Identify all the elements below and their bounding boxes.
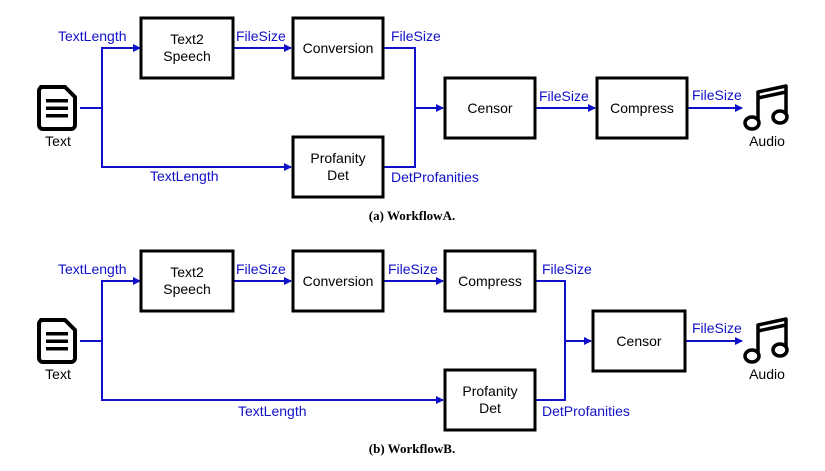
edge-label-filesize-censor: FileSize (692, 320, 742, 336)
caption-workflow-b: (b) WorkflowB. (369, 441, 455, 456)
edge-text-to-text2speech (80, 44, 141, 109)
profanity-det-box: Profanity Det (443, 368, 537, 432)
edge-label-filesize-conversion: FileSize (388, 261, 438, 277)
edge-label-textlength-bottom: TextLength (238, 403, 307, 419)
text2speech-box: Text2 Speech (139, 16, 235, 80)
conversion-box: Conversion (291, 16, 385, 80)
compress-box: Compress (443, 249, 537, 313)
edge-label-filesize-censor: FileSize (539, 88, 589, 104)
caption-workflow-a: (a) WorkflowA. (369, 208, 455, 223)
profanity-det-box-frame (291, 135, 385, 199)
text-node-label: Text (45, 366, 71, 382)
compress-box: Compress (595, 76, 689, 140)
profanity-label-line2: Det (327, 167, 349, 183)
censor-box-frame (591, 309, 687, 373)
profanity-label-line2: Det (479, 400, 501, 416)
audio-node: Audio (743, 84, 789, 149)
document-icon (37, 318, 77, 364)
censor-label: Censor (616, 333, 661, 349)
edge-label-filesize-t2s: FileSize (236, 28, 286, 44)
text2speech-label-line1: Text2 (170, 31, 204, 47)
edge-text-to-text2speech (80, 277, 141, 342)
profanity-det-box-frame (443, 368, 537, 432)
compress-box-frame (595, 76, 689, 140)
censor-box-frame (443, 76, 537, 140)
workflow-a-edges (80, 44, 743, 171)
text2speech-box-frame (139, 16, 235, 80)
profanity-label-line1: Profanity (310, 150, 365, 166)
conversion-label: Conversion (303, 40, 374, 56)
text2speech-box: Text2 Speech (139, 249, 235, 313)
compress-label: Compress (610, 100, 674, 116)
conversion-label: Conversion (303, 273, 374, 289)
text2speech-label-line2: Speech (163, 281, 210, 297)
edge-label-textlength-bottom: TextLength (150, 168, 219, 184)
audio-node-label: Audio (749, 133, 785, 149)
edge-label-detprofanities: DetProfanities (542, 403, 630, 419)
workflow-b: TextLength TextLength FileSize FileSize … (37, 249, 789, 456)
censor-box: Censor (443, 76, 537, 140)
workflow-a: TextLength TextLength FileSize FileSize … (37, 16, 789, 223)
music-note-icon (743, 317, 789, 364)
document-icon (37, 85, 77, 131)
edge-text-to-profanity (101, 108, 292, 171)
edge-label-detprofanities: DetProfanities (391, 169, 479, 185)
text-node: Text (37, 318, 77, 382)
edge-profanity-to-censor (535, 341, 566, 401)
audio-node: Audio (743, 317, 789, 382)
censor-label: Censor (467, 100, 512, 116)
edge-label-filesize-compress: FileSize (692, 87, 742, 103)
edge-profanity-to-censor (383, 108, 416, 168)
edge-label-textlength-top: TextLength (58, 28, 127, 44)
conversion-box-frame (291, 249, 385, 313)
profanity-det-box: Profanity Det (291, 135, 385, 199)
compress-box-frame (443, 249, 537, 313)
text2speech-box-frame (139, 249, 235, 313)
edge-label-filesize-compress: FileSize (542, 261, 592, 277)
text-node: Text (37, 85, 77, 149)
edge-label-textlength-top: TextLength (58, 261, 127, 277)
edge-text-to-profanity (101, 341, 444, 404)
compress-label: Compress (458, 273, 522, 289)
edge-conversion-to-censor (383, 47, 444, 112)
edge-label-filesize-conversion: FileSize (391, 28, 441, 44)
text2speech-label-line1: Text2 (170, 264, 204, 280)
profanity-label-line1: Profanity (462, 383, 517, 399)
music-note-icon (743, 84, 789, 131)
text-node-label: Text (45, 133, 71, 149)
workflow-b-edges (80, 277, 743, 404)
audio-node-label: Audio (749, 366, 785, 382)
edge-label-filesize-t2s: FileSize (236, 261, 286, 277)
conversion-box: Conversion (291, 249, 385, 313)
censor-box: Censor (591, 309, 687, 373)
edge-compress-to-censor (535, 280, 592, 345)
conversion-box-frame (291, 16, 385, 80)
text2speech-label-line2: Speech (163, 48, 210, 64)
